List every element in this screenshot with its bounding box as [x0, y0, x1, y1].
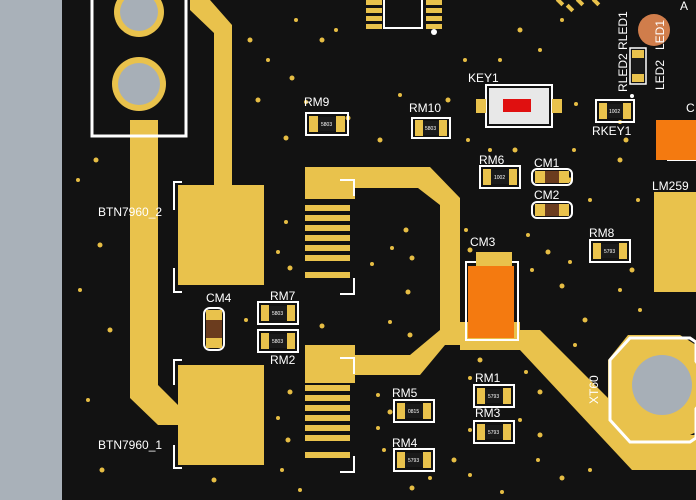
label-rm2: RM2: [270, 353, 296, 367]
resistor-rkey1[interactable]: 1002: [595, 99, 635, 123]
label-rled2: RLED2: [616, 53, 630, 92]
resistor-rm9[interactable]: 5803: [305, 112, 349, 136]
led-area[interactable]: [629, 14, 670, 85]
resistor-rm8[interactable]: 5793: [589, 239, 631, 263]
resistor-rm10[interactable]: 5803: [411, 117, 451, 139]
label-cm4: CM4: [206, 291, 232, 305]
label-rm3: RM3: [475, 406, 501, 420]
resistor-code: 5803: [272, 311, 283, 317]
resistor-rm7[interactable]: 5803: [257, 301, 299, 325]
resistor-code: 1002: [609, 109, 620, 115]
resistor-code: 5793: [488, 394, 499, 400]
label-rm7: RM7: [270, 289, 296, 303]
resistor-code: 5803: [321, 122, 332, 128]
capacitor-cm4[interactable]: [203, 307, 225, 351]
label-rm1: RM1: [475, 371, 501, 385]
label-rkey1: RKEY1: [592, 124, 632, 138]
vias: [76, 18, 642, 494]
label-a-partial: A: [680, 0, 688, 13]
key1-button[interactable]: [503, 99, 531, 112]
ic-top-right-pins: [555, 0, 601, 13]
silkscreen-labels: RM9 RM10 KEY1 RKEY1 RM6 CM1 CM2 CM3 RM8 …: [98, 0, 695, 452]
capacitor-c-partial[interactable]: [656, 120, 696, 160]
resistor-rm2[interactable]: 5803: [257, 329, 299, 353]
resistor-rm1[interactable]: 5793: [473, 384, 515, 408]
label-rm5: RM5: [392, 386, 418, 400]
pin1-markers: [431, 29, 634, 98]
resistor-code: 5803: [425, 126, 436, 132]
label-btn7960-2: BTN7960_2: [98, 205, 162, 219]
label-cm3: CM3: [470, 235, 496, 249]
label-key1: KEY1: [468, 71, 499, 85]
resistor-code: 0815: [408, 409, 419, 415]
mounting-holes: [112, 0, 696, 425]
label-rled1: RLED1: [616, 11, 630, 50]
resistor-rm5[interactable]: 0815: [393, 399, 435, 423]
resistor-rm4[interactable]: 5793: [393, 448, 435, 472]
label-rm10: RM10: [409, 101, 441, 115]
resistor-rm3[interactable]: 5793: [473, 420, 515, 444]
label-cm1: CM1: [534, 156, 560, 170]
label-led1: LED1: [653, 20, 667, 50]
led1-indicator: [638, 14, 670, 46]
label-rm8: RM8: [589, 226, 615, 240]
switch-key1[interactable]: [476, 88, 562, 124]
label-led2: LED2: [653, 60, 667, 90]
resistor-code: 5793: [408, 458, 419, 464]
resistor-rm6[interactable]: 1002: [479, 165, 521, 189]
label-cm2: CM2: [534, 188, 560, 202]
label-rm9: RM9: [304, 95, 330, 109]
label-btn7960-1: BTN7960_1: [98, 438, 162, 452]
resistor-code: 5803: [272, 339, 283, 345]
capacitor-cm3[interactable]: [465, 252, 519, 341]
label-rm6: RM6: [479, 153, 505, 167]
resistor-code: 5793: [604, 249, 615, 255]
label-lm259: LM259: [652, 179, 689, 193]
capacitor-cm1[interactable]: [531, 168, 573, 186]
resistor-code: 5793: [488, 430, 499, 436]
label-xt60: XT60: [587, 375, 601, 404]
label-rm4: RM4: [392, 436, 418, 450]
label-c-partial: C: [686, 101, 695, 115]
resistor-code: 1002: [494, 175, 505, 181]
capacitor-cm2[interactable]: [531, 201, 573, 219]
